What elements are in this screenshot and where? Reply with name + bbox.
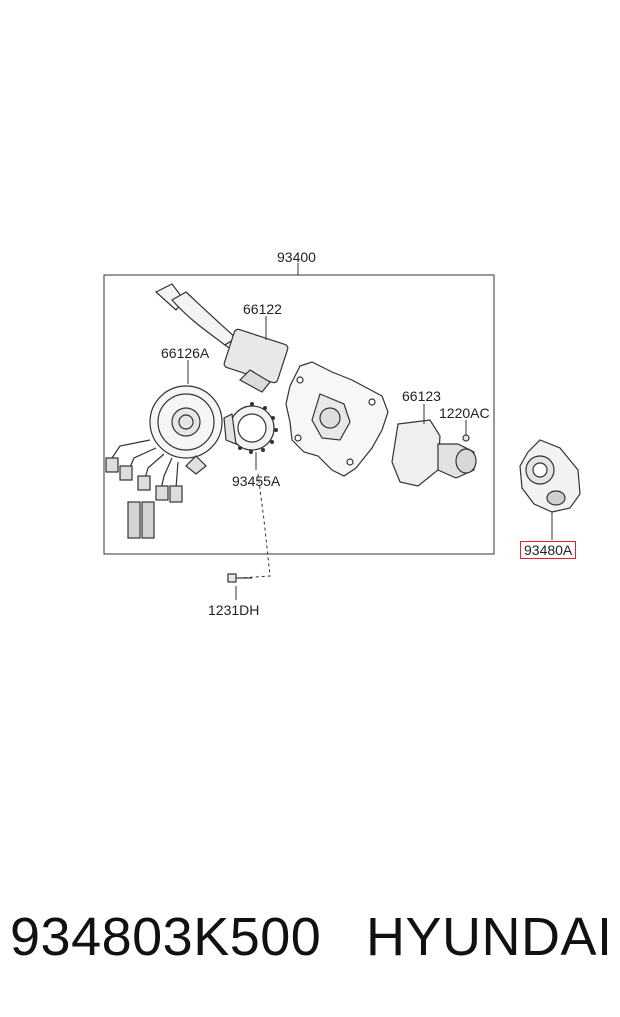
callout-1220ac: 1220AC (439, 405, 490, 421)
combination-switch-66123 (391, 419, 477, 487)
screw-1220ac (462, 434, 470, 442)
part-number: 934803K500 (10, 907, 322, 967)
callout-93455a: 93455A (232, 473, 281, 489)
steering-angle-sensor-93480a (519, 439, 581, 513)
switch-body-bracket (285, 361, 389, 477)
callout-93480a-highlighted[interactable]: 93480A (520, 541, 577, 559)
screw-1231dh (227, 573, 252, 583)
clock-spring (105, 385, 223, 539)
footer-caption: 934803K500 HYUNDAI (10, 905, 613, 975)
callout-66126a: 66126A (161, 345, 210, 361)
brand-name: HYUNDAI (366, 907, 613, 967)
callout-1231dh: 1231DH (208, 602, 260, 618)
combination-switch-lever (154, 283, 289, 393)
assembly-frame (103, 274, 495, 555)
callout-66123: 66123 (402, 388, 441, 404)
parts-diagram-drawing (103, 263, 581, 600)
callout-66122: 66122 (243, 301, 282, 317)
callout-93400: 93400 (277, 249, 316, 265)
parts-diagram: 93400 66122 66126A 66123 1220AC 93455A 9… (103, 249, 581, 618)
steering-angle-sensor-ring (223, 402, 278, 454)
